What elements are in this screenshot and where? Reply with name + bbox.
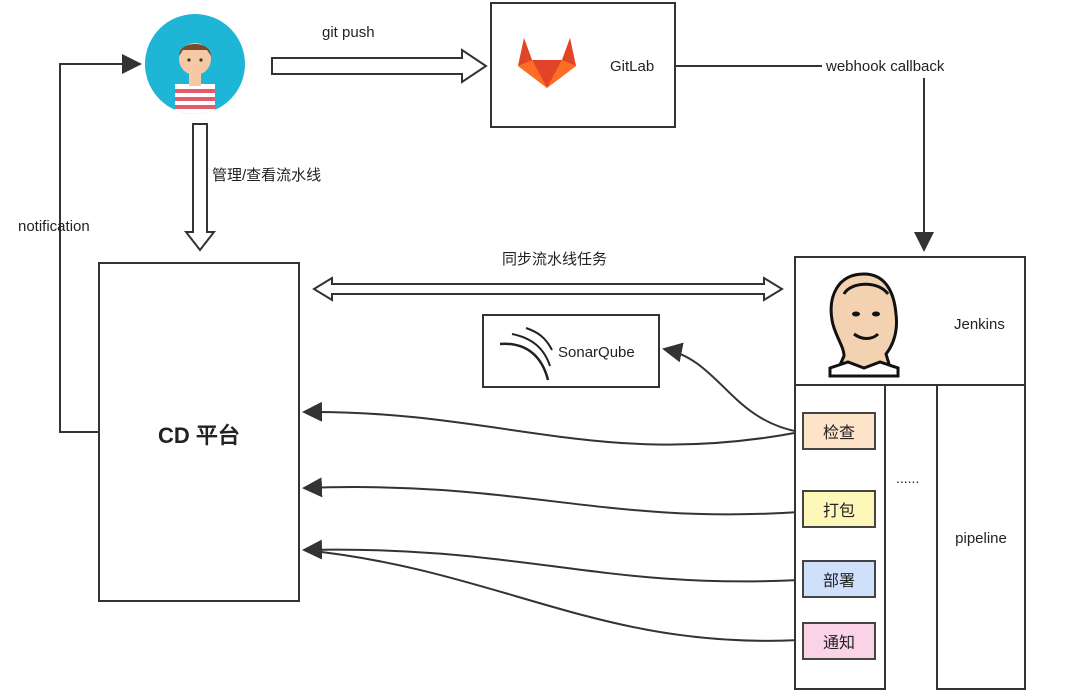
ellipsis-label: ......: [896, 470, 920, 486]
package-to-cd-curve: [302, 477, 801, 516]
sync-label: 同步流水线任务: [502, 251, 608, 268]
jenkins-node[interactable]: Jenkins: [794, 256, 1026, 386]
gitlab-logo-icon: [518, 38, 576, 88]
pipeline-node[interactable]: pipeline: [936, 384, 1026, 690]
check-to-sonar-curve: [662, 342, 801, 433]
cd-platform-label: CD 平台: [158, 423, 240, 448]
step-check[interactable]: 检查: [802, 412, 876, 450]
sonarqube-logo-icon: [499, 327, 553, 381]
git-push-arrow: [271, 48, 488, 84]
sync-arrow: [312, 276, 784, 302]
notify-to-cd-curve: [303, 549, 801, 642]
git-push-label: git push: [322, 24, 375, 41]
jenkins-label: Jenkins: [954, 316, 1005, 333]
manage-arrow: [183, 123, 217, 252]
step-deploy[interactable]: 部署: [802, 560, 876, 598]
jenkins-logo-icon: [828, 272, 900, 378]
deploy-to-cd-curve: [302, 539, 801, 583]
notification-arrow: [59, 54, 142, 433]
manage-label: 管理/查看流水线: [212, 167, 322, 184]
step-package[interactable]: 打包: [802, 490, 876, 528]
developer-avatar-icon: [145, 14, 245, 114]
gitlab-label: GitLab: [610, 58, 655, 75]
step-notify[interactable]: 通知: [802, 622, 876, 660]
webhook-label: webhook callback: [826, 58, 945, 75]
check-to-cd-curve: [302, 401, 801, 446]
cd-platform-node[interactable]: CD 平台: [98, 262, 300, 602]
pipeline-label: pipeline: [955, 530, 1007, 547]
sonarqube-node[interactable]: SonarQube: [482, 314, 660, 388]
notification-label: notification: [18, 218, 90, 235]
gitlab-node[interactable]: GitLab: [490, 2, 676, 128]
sonarqube-label: SonarQube: [558, 344, 635, 361]
